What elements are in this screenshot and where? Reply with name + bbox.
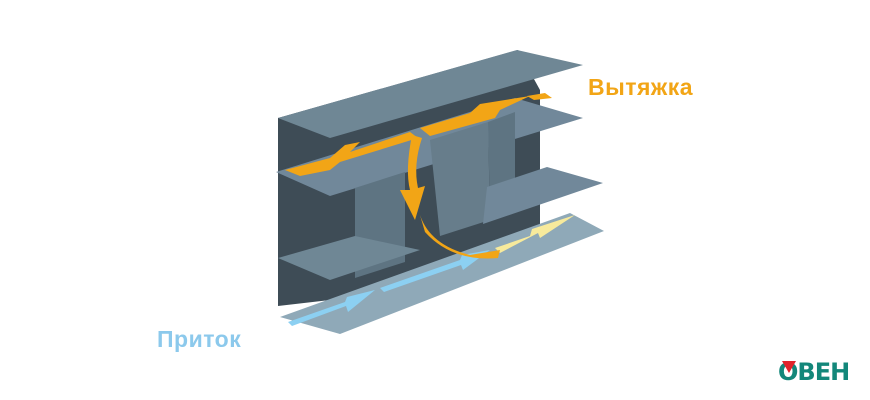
- logo-accent-wedge-icon: [782, 361, 796, 373]
- exhaust-down-curve: [420, 215, 500, 259]
- exhaust-arrow-left: [285, 132, 418, 176]
- exhaust-curve-arrow: [400, 135, 425, 220]
- exhaust-arrow-right: [420, 96, 530, 136]
- supply-arrow-1: [288, 290, 375, 326]
- lower-right-shelf: [483, 167, 603, 224]
- supply-label: Приток: [157, 326, 242, 352]
- exhaust-label: Вытяжка: [588, 74, 694, 100]
- supply-arrow-2: [380, 250, 490, 292]
- warm-arrow: [495, 215, 575, 253]
- top-plate: [278, 50, 583, 138]
- center-block-right: [430, 122, 490, 236]
- exhaust-inlet-mark: [527, 93, 552, 100]
- bottom-plate: [280, 213, 604, 334]
- oven-logo: ОВЕН: [778, 358, 868, 386]
- bottom-channel-top: [278, 236, 420, 280]
